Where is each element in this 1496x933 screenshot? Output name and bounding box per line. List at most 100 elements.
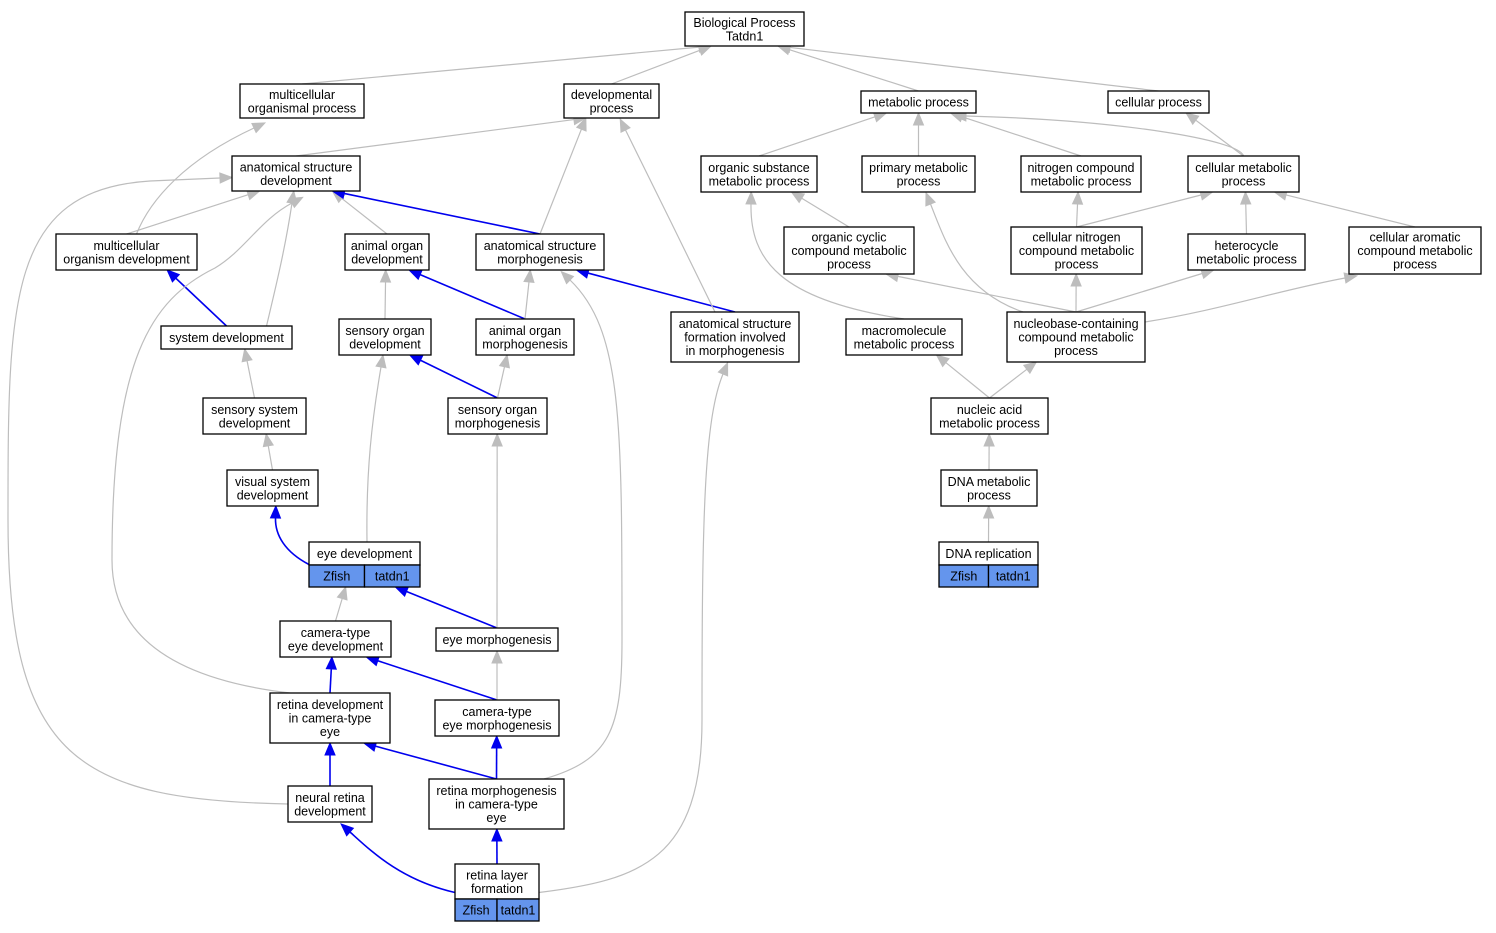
edge-line xyxy=(961,116,1082,157)
node-label-line: primary metabolic xyxy=(869,161,968,175)
edge-line xyxy=(267,445,274,471)
node-label-line: morphogenesis xyxy=(482,337,567,351)
edge-line xyxy=(750,203,905,320)
node-box xyxy=(783,226,915,275)
edge-rdcte-to-asd xyxy=(111,196,304,694)
node-box xyxy=(279,620,392,658)
edge-line xyxy=(611,49,701,85)
node-label-line: cellular aromatic xyxy=(1369,231,1460,245)
edge-rdcte-to-cted xyxy=(325,655,337,694)
nodes-layer: Biological ProcessTatdn1multicellularorg… xyxy=(55,11,1482,922)
edge-line xyxy=(789,49,919,92)
node-label-line: metabolic process xyxy=(709,174,810,188)
node-label-line: eye morphogenesis xyxy=(442,633,551,647)
node-label-line: morphogenesis xyxy=(455,416,540,430)
annotation-gene-cell[interactable] xyxy=(987,564,1039,588)
edge-ncmp-to-metp xyxy=(949,111,1082,157)
edge-line xyxy=(111,202,293,694)
node-label-line: organic cyclic xyxy=(811,231,886,245)
edge-rmcte-to-rdcte xyxy=(362,740,497,780)
node-label-line: cellular nitrogen xyxy=(1032,231,1120,245)
node-box xyxy=(860,90,977,114)
node-box xyxy=(1006,311,1146,363)
go-term-node-cellp[interactable]: cellular process xyxy=(1107,90,1210,114)
annotation-gene-cell[interactable] xyxy=(363,564,421,588)
edge-mod-to-asd xyxy=(126,189,261,235)
node-box xyxy=(287,785,373,823)
annotation-gene-cell[interactable] xyxy=(496,898,540,922)
edge-arrowhead xyxy=(408,354,424,366)
node-label-line: process xyxy=(1222,174,1266,188)
node-label-line: development xyxy=(351,252,423,266)
go-term-node-metp[interactable]: metabolic process xyxy=(860,90,977,114)
edge-line xyxy=(543,279,623,780)
node-label-line: multicellular xyxy=(94,239,160,253)
go-term-node-em[interactable]: eye morphogenesis xyxy=(435,627,559,652)
node-label-line: development xyxy=(237,488,309,502)
node-label-line: metabolic process xyxy=(854,337,955,351)
node-label-line: process xyxy=(1393,258,1437,272)
node-box xyxy=(861,155,976,193)
edge-metp-to-bp xyxy=(776,44,919,92)
edge-mop-to-bp xyxy=(301,41,713,85)
edge-arrowhead xyxy=(262,432,275,448)
edge-em-to-som xyxy=(491,432,503,629)
edge-line xyxy=(524,281,530,320)
node-label-line: Biological Process xyxy=(693,16,795,30)
node-label-line: anatomical structure xyxy=(240,160,353,174)
edge-sod-to-aod xyxy=(379,268,392,320)
edge-line xyxy=(789,46,1159,92)
node-box xyxy=(338,318,432,356)
edge-line xyxy=(587,272,736,313)
edge-vsd-to-ssd xyxy=(262,432,275,471)
node-box xyxy=(475,318,575,356)
node-box xyxy=(684,11,805,47)
edge-arrowhead xyxy=(717,361,729,377)
edge-arrowhead xyxy=(575,116,587,132)
edge-line xyxy=(1075,272,1203,313)
edge-em-to-ed xyxy=(394,586,498,629)
edge-rmcte-to-asm xyxy=(543,270,623,780)
node-box xyxy=(1010,226,1143,275)
go-term-node-sd[interactable]: system development xyxy=(160,325,293,350)
edge-arrowhead xyxy=(340,823,355,837)
annotation-gene-label: tatdn1 xyxy=(996,570,1031,584)
edge-arrowhead xyxy=(983,432,995,447)
annotation-species-label: Zfish xyxy=(462,904,489,918)
edge-ed-to-sod xyxy=(366,353,387,543)
node-label-line: eye development xyxy=(317,547,413,561)
